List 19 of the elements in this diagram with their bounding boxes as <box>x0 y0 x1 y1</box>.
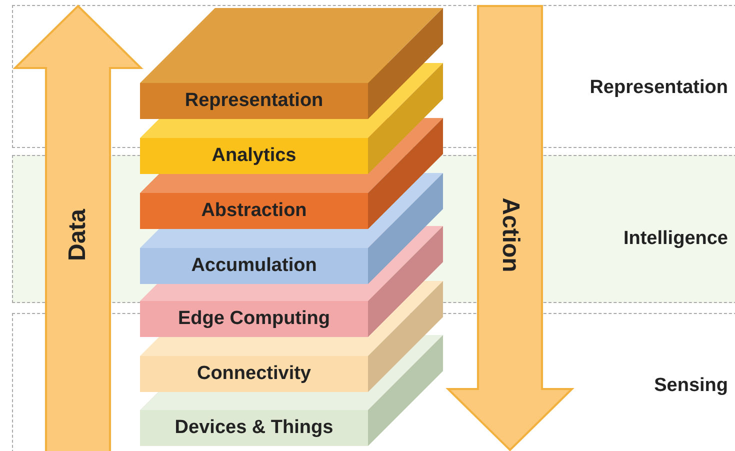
arrow-label: Action <box>496 198 524 272</box>
layer-slab <box>140 356 368 392</box>
layer-label: Connectivity <box>196 363 312 385</box>
layer-slab <box>140 248 368 284</box>
band-label: Intelligence <box>623 228 728 250</box>
layer-label: Analytics <box>212 145 296 167</box>
layer-label: Representation <box>184 90 324 112</box>
layer-slab <box>140 410 368 446</box>
layer-slab <box>140 301 368 337</box>
arrow-label: Data <box>64 208 92 262</box>
layer-label: Accumulation <box>191 255 317 277</box>
layer-label: Edge Computing <box>178 308 330 330</box>
layer-slab <box>140 193 368 229</box>
layer-label: Devices & Things <box>174 417 334 439</box>
band-label: Representation <box>590 77 728 99</box>
band-label: Sensing <box>654 375 728 397</box>
layer-slab <box>140 138 368 174</box>
layer-label: Abstraction <box>201 200 307 222</box>
layer-slab <box>140 83 368 119</box>
